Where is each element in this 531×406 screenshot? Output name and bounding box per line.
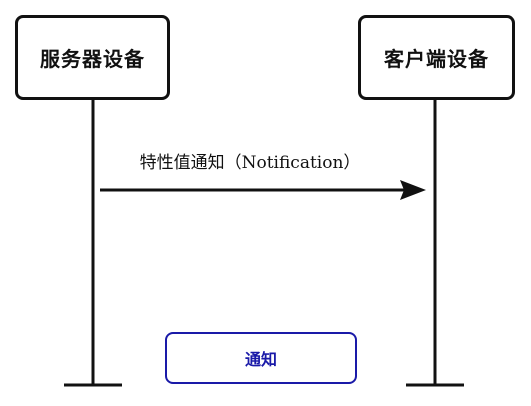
client-device-box: 客户端设备 (358, 15, 515, 100)
notify-button-label: 通知 (244, 350, 277, 369)
client-device-label: 客户端设备 (384, 47, 489, 71)
server-device-label: 服务器设备 (40, 47, 145, 71)
notification-arrow-head (400, 180, 426, 200)
server-device-box: 服务器设备 (15, 15, 170, 100)
notification-message-label: 特性值通知（Notification） (139, 153, 361, 173)
notify-button[interactable]: 通知 (165, 332, 357, 384)
